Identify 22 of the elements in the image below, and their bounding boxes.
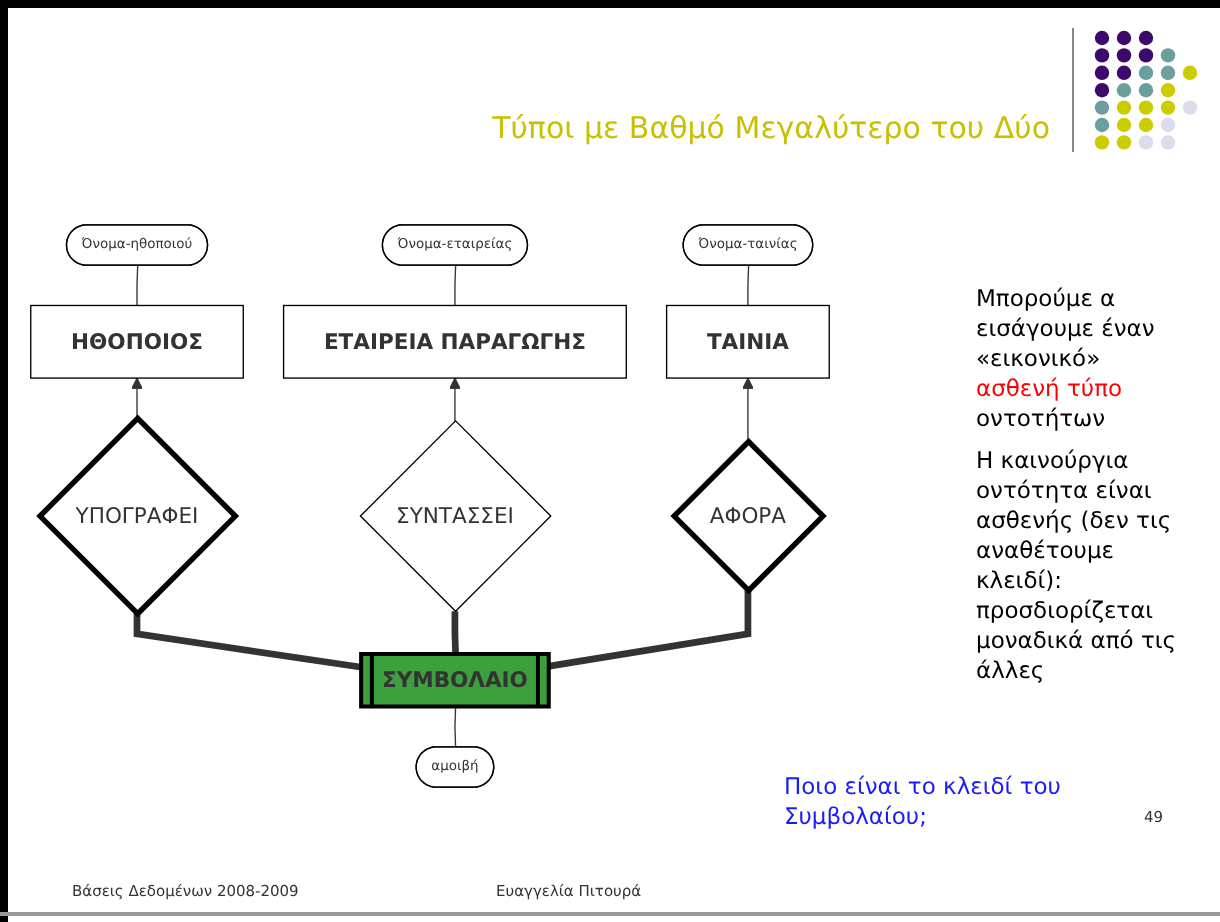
connector xyxy=(454,706,457,749)
connector xyxy=(133,613,363,671)
node-diamond: ΥΠΟΓΡΑΦΕΙ xyxy=(36,414,240,618)
connector xyxy=(451,611,459,655)
node-diamond: ΣΥΝΤΑΣΣΕΙ xyxy=(359,419,552,613)
note-text: οντοτήτων xyxy=(976,404,1108,434)
node-box: ΕΤΑΙΡΕΙΑ ΠΑΡΑΓΩΓΗΣ xyxy=(282,304,627,379)
connector xyxy=(548,590,752,670)
note-text: Η καινούργια οντότητα είναι ασθενής (δεν τις αναθέτουμε κλειδί): προσδιορίζεται μοναδικά από τις άλλες xyxy=(976,446,1179,686)
question-text: Ποιο είναι το κλειδί του Συμβολαίου; xyxy=(784,772,1063,832)
slide-title: Τύποι με Βαθμό Μεγαλύτερο του Δύο xyxy=(490,110,1050,146)
node-box: ΗΘΟΠΟΙΟΣ xyxy=(30,304,244,379)
node-box: ΤΑΙΝΙΑ xyxy=(665,304,830,379)
note-text: Μπορούμε α εισάγουμε έναν «εικονικό» xyxy=(976,284,1157,374)
note-text: ασθενή τύπο xyxy=(976,374,1125,404)
node-diamond: ΑΦΟΡΑ xyxy=(670,437,827,595)
arrow xyxy=(131,377,143,420)
arrow xyxy=(449,377,461,422)
connector xyxy=(136,265,139,307)
connector xyxy=(747,265,750,307)
arrow xyxy=(742,377,754,443)
connector xyxy=(454,265,457,307)
